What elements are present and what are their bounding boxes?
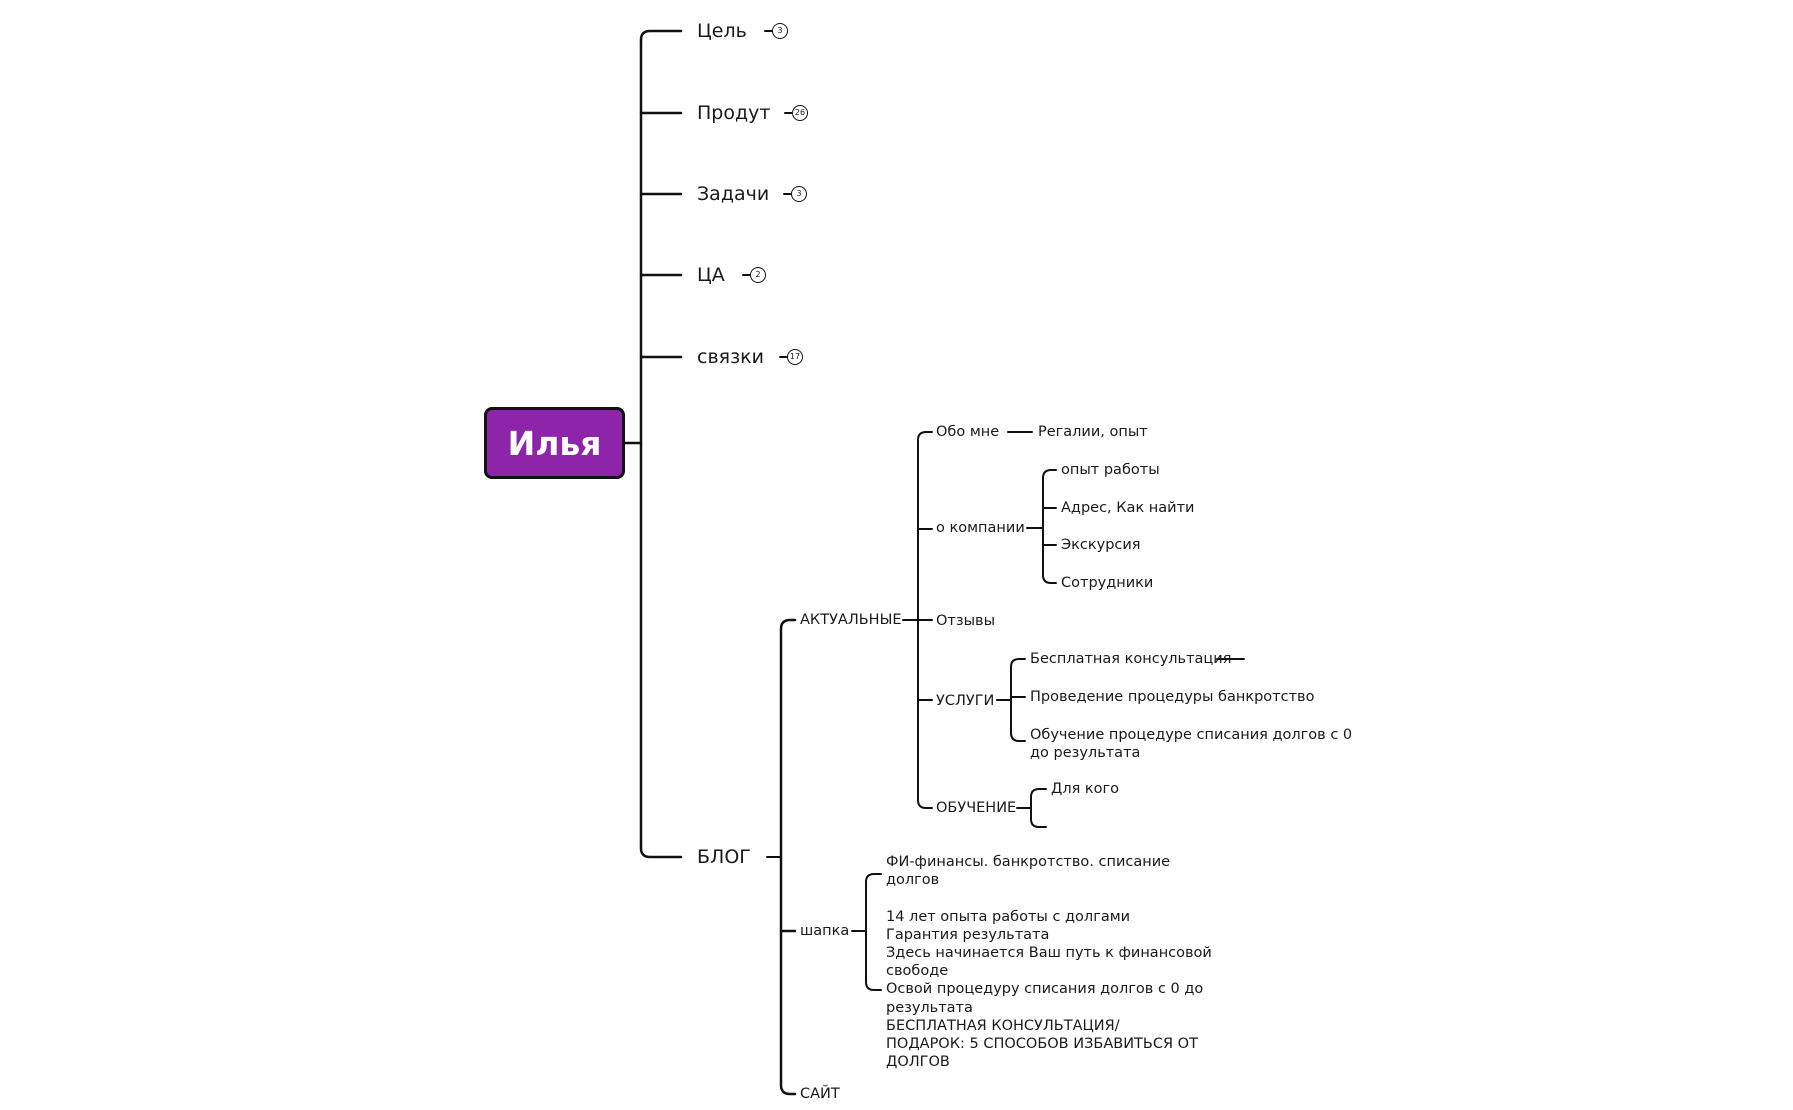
shapka-bracket [865,873,882,991]
branch-elbow-6 [639,846,683,859]
blog-bus [779,618,797,1096]
node-obo-mne[interactable]: Обо мне [936,424,1000,440]
text-line: Обучение процедуре списания долгов с 0 [1030,727,1353,743]
root-node[interactable]: Илья [484,407,625,479]
text-line: Гарантия результата [886,926,1050,943]
collapsed-count-badge[interactable]: 17 [787,349,803,365]
collapsed-count-badge[interactable]: 3 [791,186,807,202]
node-regalii[interactable]: Регалии, опыт [1038,424,1148,440]
node-sait[interactable]: САЙТ [800,1086,840,1102]
node-o-kompanii[interactable]: о компании [936,520,1025,536]
node-obuchenie[interactable]: ОБУЧЕНИЕ [936,800,1017,816]
text-line: 14 лет опыта работы с долгами [886,908,1131,925]
text-line: Здесь начинается Ваш путь к финансовой [886,945,1212,961]
uslugi-bus [1010,658,1026,742]
collapsed-count-badge[interactable]: 26 [792,105,808,121]
branch-product[interactable]: Продут [697,102,771,124]
text-line: долгов [886,872,940,889]
branch-links[interactable]: связки [697,346,765,368]
text-line: ПОДАРОК: 5 СПОСОБОВ ИЗБАВИТЬСЯ ОТ [886,1036,1198,1053]
text-line: свободе [886,963,949,980]
node-bankruptcy-procedure[interactable]: Проведение процедуры банкротство [1030,689,1315,705]
node-sotrudniki[interactable]: Сотрудники [1061,575,1154,591]
text-line: Освой процедуру списания долгов с 0 до [886,981,1204,998]
node-aktualnye[interactable]: АКТУАЛЬНЫЕ [800,612,902,628]
node-opyt-raboty[interactable]: опыт работы [1061,462,1160,478]
o-kompanii-bus [1042,469,1057,584]
text-line [886,889,1212,907]
text-line: результата [886,999,973,1016]
text-line: ФИ-финансы. банкротство. списание [886,854,1171,870]
node-otzyvy[interactable]: Отзывы [936,613,996,629]
branch-tasks[interactable]: Задачи [697,183,770,205]
node-dlya-kogo[interactable]: Для кого [1051,781,1120,797]
text-line: БЕСПЛАТНАЯ КОНСУЛЬТАЦИЯ/ [886,1017,1120,1034]
branch-goal[interactable]: Цель [697,20,747,42]
node-ekskursiya[interactable]: Экскурсия [1061,537,1141,553]
text-line: ДОЛГОВ [886,1054,950,1071]
text-line: до результата [1030,745,1141,761]
aktualnye-bus [917,431,933,809]
collapsed-count-badge[interactable]: 2 [750,267,766,283]
obuchenie-bus [1030,788,1047,828]
node-adres[interactable]: Адрес, Как найти [1061,500,1195,516]
branch-blog[interactable]: БЛОГ [697,846,751,868]
node-shapka-text[interactable]: ФИ-финансы. банкротство. списание долгов… [886,853,1212,1071]
collapsed-count-badge[interactable]: 3 [772,23,788,39]
node-training-debt[interactable]: Обучение процедуре списания долгов с 0 д… [1030,726,1352,762]
node-free-consultation[interactable]: Бесплатная консультация [1030,651,1232,667]
node-uslugi[interactable]: УСЛУГИ [936,693,995,709]
branch-target-audience[interactable]: ЦА [697,264,725,286]
branch-elbow-1 [639,29,683,42]
node-shapka[interactable]: шапка [800,923,850,939]
